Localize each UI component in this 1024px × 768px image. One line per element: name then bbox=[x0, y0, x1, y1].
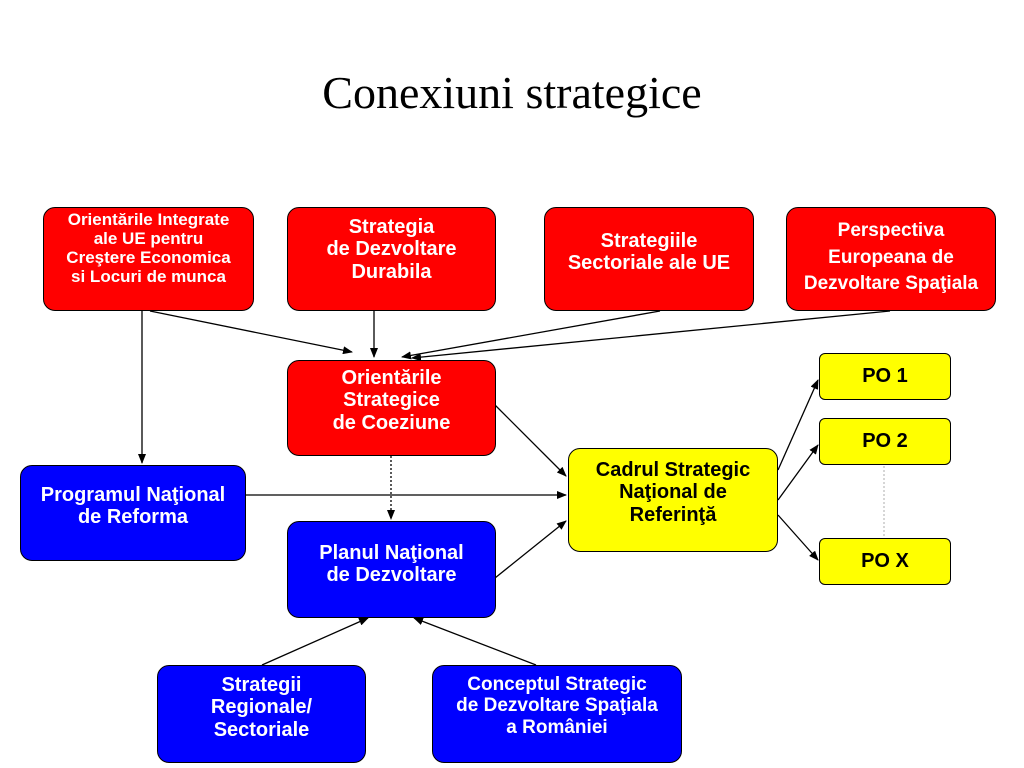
node-programul-national-reforma: Programul Naţional de Reforma bbox=[20, 465, 246, 561]
node-po2: PO 2 bbox=[819, 418, 951, 465]
node-cadrul-strategic-label: Cadrul Strategic Naţional de Referinţă bbox=[595, 459, 751, 526]
node-pox: PO X bbox=[819, 538, 951, 585]
arrow-regionale-to-planul bbox=[261, 617, 369, 666]
node-orientari-strategice-label: Orientările Strategice de Coeziune bbox=[332, 367, 451, 434]
arrow-conceptul-to-planul bbox=[413, 617, 537, 666]
arrow-cadrul-to-pox bbox=[777, 514, 819, 561]
node-perspectiva-europeana: Perspectiva Europeana de Dezvoltare Spaţ… bbox=[786, 207, 996, 311]
node-pox-label: PO X bbox=[861, 550, 909, 573]
node-cadrul-strategic: Cadrul Strategic Naţional de Referinţă bbox=[568, 448, 778, 552]
node-perspectiva-europeana-label: Perspectiva Europeana de Dezvoltare Spaţ… bbox=[803, 220, 979, 295]
node-strategii-regionale-label: Strategii Regionale/ Sectoriale bbox=[210, 674, 313, 741]
arrow-cadrul-to-po2 bbox=[777, 444, 819, 501]
arrow-integrate-to-strategice bbox=[149, 310, 353, 355]
node-planul-national-dezvoltare: Planul Naţional de Dezvoltare bbox=[287, 521, 496, 618]
node-orientari-integrate-label: Orientările Integrate ale UE pentru Creş… bbox=[66, 210, 231, 287]
arrow-sectoriale-to-strategice bbox=[401, 310, 661, 360]
node-strategiile-sectoriale-ue: Strategiile Sectoriale ale UE bbox=[544, 207, 754, 311]
node-programul-national-reforma-label: Programul Naţional de Reforma bbox=[40, 484, 226, 529]
node-conceptul-strategic-label: Conceptul Strategic de Dezvoltare Spaţia… bbox=[456, 674, 658, 738]
node-po2-label: PO 2 bbox=[862, 430, 908, 453]
page-title: Conexiuni strategice bbox=[322, 67, 702, 118]
arrow-perspectiva-to-strategice bbox=[411, 310, 891, 362]
arrow-cadrul-to-po1 bbox=[777, 379, 819, 471]
node-conceptul-strategic: Conceptul Strategic de Dezvoltare Spaţia… bbox=[432, 665, 682, 763]
node-orientari-strategice: Orientările Strategice de Coeziune bbox=[287, 360, 496, 456]
node-orientari-integrate: Orientările Integrate ale UE pentru Creş… bbox=[43, 207, 254, 311]
node-strategii-regionale: Strategii Regionale/ Sectoriale bbox=[157, 665, 366, 763]
node-po1-label: PO 1 bbox=[862, 365, 908, 388]
node-strategia-dezvoltare-durabila: Strategia de Dezvoltare Durabila bbox=[287, 207, 496, 311]
node-strategia-dezvoltare-durabila-label: Strategia de Dezvoltare Durabila bbox=[326, 216, 457, 283]
node-po1: PO 1 bbox=[819, 353, 951, 400]
arrow-planul-to-cadrul bbox=[494, 520, 567, 579]
arrow-strategice-to-cadrul bbox=[494, 404, 567, 477]
node-planul-national-dezvoltare-label: Planul Naţional de Dezvoltare bbox=[319, 542, 464, 587]
node-strategiile-sectoriale-ue-label: Strategiile Sectoriale ale UE bbox=[567, 230, 731, 275]
